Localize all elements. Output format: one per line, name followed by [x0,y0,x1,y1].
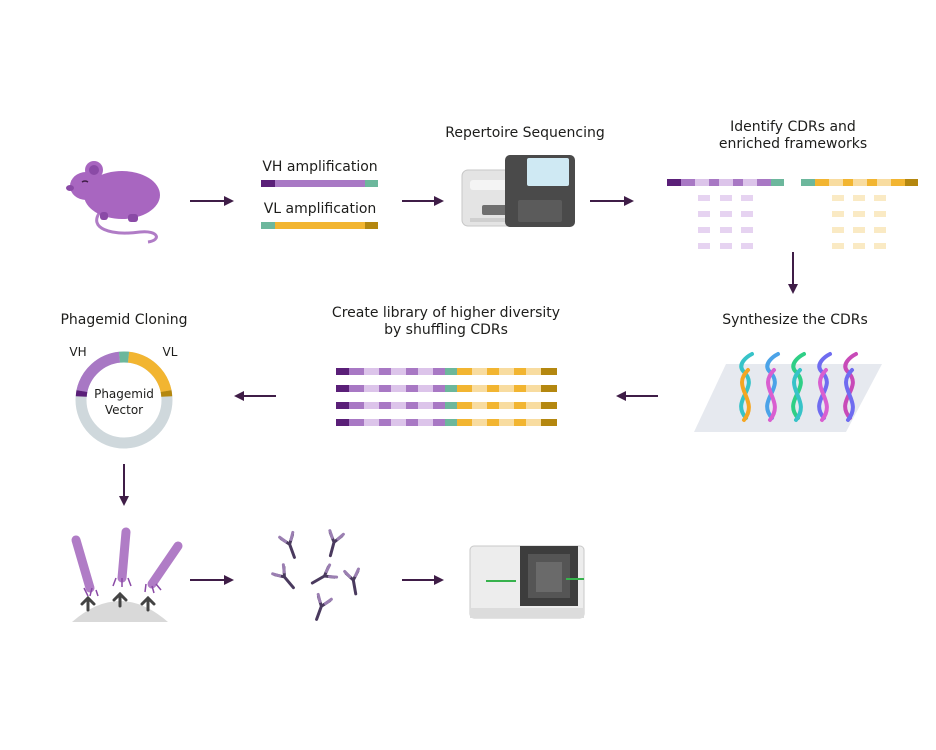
vl-amplicon-bar [261,222,378,229]
vh-amplicon-bar [261,180,378,187]
vh-cdr-blocks [698,195,753,249]
vl-cdr-sequence [801,179,918,186]
sequencer-icon [461,155,575,227]
vl-amplification-label: VL amplification [263,201,377,217]
phage-display-icon [71,527,183,622]
mouse-icon [66,161,160,244]
vl-ring-label: VL [162,345,178,359]
vl-cdr-blocks [832,195,886,249]
phagemid-center-line2: Vector [104,403,144,417]
create-library-label-line1: Create library of higher diversity [331,305,561,321]
synthesize-cdrs-label: Synthesize the CDRs [722,312,868,328]
shuffled-library [336,368,557,426]
vh-cdr-sequence [667,179,784,186]
screening-instrument-icon [469,545,585,619]
create-library-label-line2: by shuffling CDRs [384,322,508,338]
cdr-synthesis-slide-icon [694,352,882,432]
phagemid-vector-ring [75,351,173,449]
identify-cdrs-label-line1: Identify CDRs and [730,119,856,135]
phagemid-cloning-label: Phagemid Cloning [60,312,188,328]
vh-ring-label: VH [69,345,87,359]
antibodies-icon [271,529,360,621]
identify-cdrs-label-line2: enriched frameworks [718,136,868,152]
vh-amplification-label: VH amplification [262,159,378,175]
repertoire-sequencing-label: Repertoire Sequencing [445,125,605,141]
phagemid-center-line1: Phagemid [94,387,154,401]
